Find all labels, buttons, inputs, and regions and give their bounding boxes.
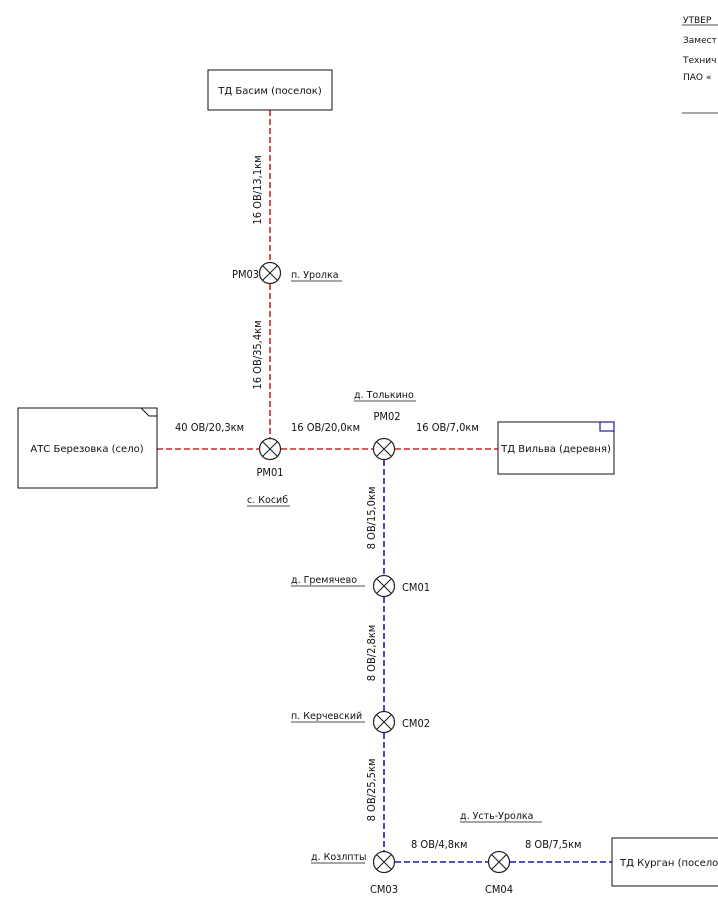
place-sm02: п. Керчевский	[291, 711, 365, 723]
approval-stamp: УТВЕР Замест Технич ПАО «	[682, 16, 718, 114]
place-sm01: д. Гремячево	[291, 575, 365, 587]
node-rm01	[258, 437, 282, 461]
terminal-ats: АТС Березовка (село)	[17, 407, 158, 489]
link-label-sm02-sm03: 8 ОВ/25,5км	[365, 759, 378, 822]
branch-links	[383, 460, 612, 863]
place-rm02: д. Толькино	[354, 390, 416, 402]
node-sm02-code: СМ02	[402, 717, 430, 730]
node-rm01-code: РМ01	[256, 466, 283, 479]
node-sm01-code: СМ01	[402, 581, 430, 594]
terminal-vilva: ТД Вильва (деревня)	[497, 421, 615, 475]
link-label-rm02-sm01: 8 ОВ/15,0км	[365, 487, 378, 550]
place-rm03: п. Уролка	[291, 270, 342, 282]
approval-line-2: Замест	[683, 36, 717, 46]
node-rm02	[372, 437, 396, 461]
node-sm02	[372, 710, 396, 734]
link-label-rm01-rm02: 16 ОВ/20,0км	[291, 421, 360, 434]
node-sm01-place: д. Гремячево	[291, 575, 357, 586]
node-sm03	[372, 850, 396, 874]
node-rm01-place: с. Косиб	[247, 495, 288, 506]
place-rm01: с. Косиб	[247, 495, 290, 507]
node-sm03-code: СМ03	[370, 883, 398, 896]
approval-line-4: ПАО «	[683, 73, 711, 83]
approval-line-3: Технич	[682, 56, 716, 66]
link-label-sm04-kurgan: 8 ОВ/7,5км	[525, 838, 582, 851]
approval-line-1: УТВЕР	[683, 16, 712, 26]
link-label-sm03-sm04: 8 ОВ/4,8км	[411, 838, 468, 851]
terminal-basim-label: ТД Басим (поселок)	[217, 86, 322, 97]
link-label-basim-rm03: 16 ОВ/13,1км	[251, 155, 264, 224]
place-sm04: д. Усть-Уролка	[460, 811, 542, 823]
node-sm03-place: д. Козлпты	[311, 852, 367, 863]
place-sm03: д. Козлпты	[311, 852, 367, 864]
terminal-basim: ТД Басим (поселок)	[207, 69, 333, 111]
corner-marker-icon	[599, 421, 615, 432]
node-rm03-code: РМ03	[232, 268, 259, 281]
node-rm03-place: п. Уролка	[291, 270, 339, 281]
node-sm04-place: д. Усть-Уролка	[460, 811, 533, 822]
node-rm02-code: РМ02	[373, 410, 400, 423]
terminal-vilva-label: ТД Вильва (деревня)	[500, 444, 611, 455]
node-sm04-code: СМ04	[485, 883, 513, 896]
terminal-ats-label: АТС Березовка (село)	[30, 444, 143, 455]
link-label-rm03-rm01: 16 ОВ/35,4км	[251, 320, 264, 389]
node-sm04	[487, 850, 511, 874]
link-label-rm02-vilva: 16 ОВ/7,0км	[416, 421, 479, 434]
terminal-kurgan: ТД Курган (поселок)	[611, 837, 718, 887]
backbone-links	[157, 110, 498, 450]
link-label-sm01-sm02: 8 ОВ/2,8км	[365, 625, 378, 682]
terminal-kurgan-label: ТД Курган (поселок)	[619, 858, 718, 869]
node-rm02-place: д. Толькино	[354, 390, 414, 401]
node-sm02-place: п. Керчевский	[291, 711, 362, 722]
corner-fold-icon	[139, 407, 158, 417]
node-sm01	[372, 574, 396, 598]
link-label-ats-rm01: 40 ОВ/20,3км	[175, 421, 244, 434]
node-rm03	[258, 261, 282, 285]
